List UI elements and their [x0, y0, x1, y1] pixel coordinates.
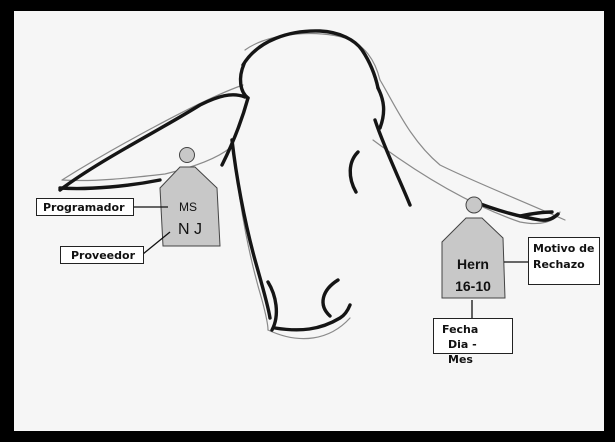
- motivo-line2: Rechazo: [533, 257, 595, 273]
- right-tag-stud: [466, 197, 482, 213]
- right-eye-stroke: [350, 152, 358, 192]
- left-tag-stud: [180, 148, 195, 163]
- motivo-line1: Motivo de: [533, 241, 595, 257]
- mouth-stroke: [275, 305, 350, 330]
- fecha-line1: Fecha: [442, 322, 504, 337]
- fecha-line2: Dia - Mes: [442, 337, 504, 367]
- left-face-stroke: [232, 140, 270, 318]
- proveedor-text: Proveedor: [71, 249, 135, 262]
- left-tag-line1: MS: [179, 200, 197, 214]
- right-tag-line1: Hern: [457, 256, 489, 272]
- right-ear-tip-stroke: [520, 212, 552, 216]
- fecha-label: Fecha Dia - Mes: [433, 318, 513, 354]
- proveedor-label: Proveedor: [60, 246, 144, 264]
- forehead-left-stroke: [241, 64, 248, 98]
- left-nostril-stroke: [268, 282, 276, 330]
- head-top-outline-thin: [245, 34, 380, 80]
- right-nostril-stroke: [323, 280, 338, 316]
- left-ear-tag: MS N J: [160, 148, 220, 247]
- right-ear-stroke: [470, 200, 558, 220]
- head-top-stroke: [243, 31, 378, 88]
- left-tag-line2: N J: [178, 221, 202, 238]
- programador-text: Programador: [43, 201, 125, 214]
- motivo-rechazo-label: Motivo de Rechazo: [528, 237, 600, 285]
- programador-label: Programador: [36, 198, 134, 216]
- right-face-stroke: [378, 88, 384, 128]
- right-tag-line2: 16-10: [455, 278, 491, 294]
